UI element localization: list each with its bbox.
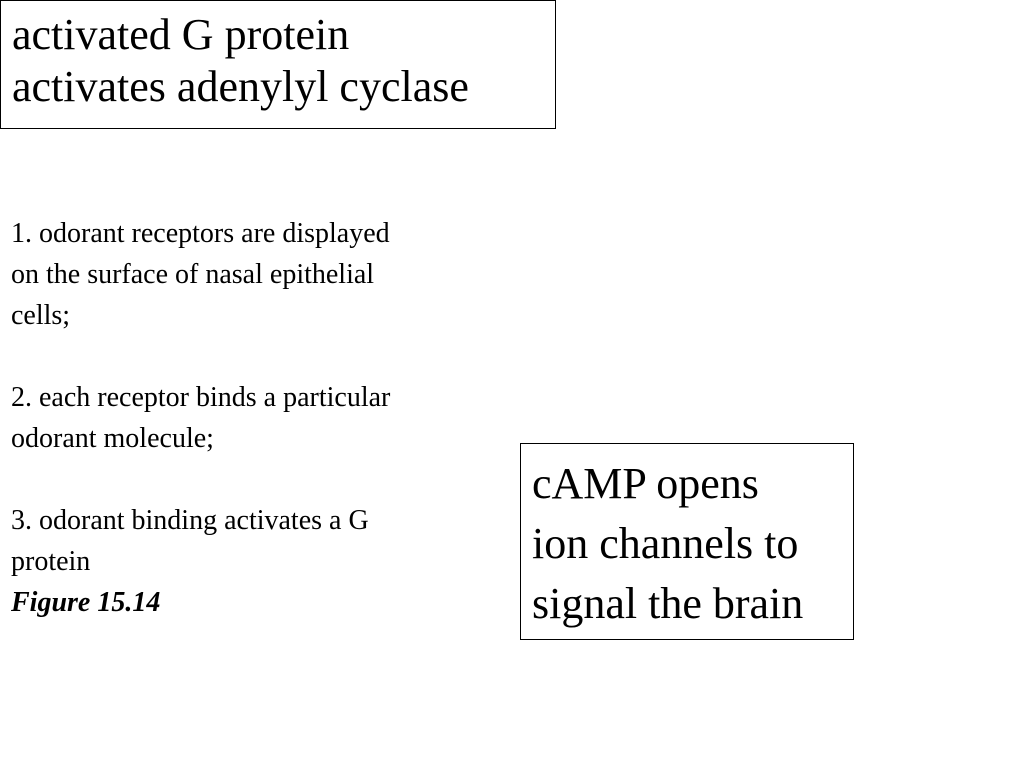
bottom-callout-line-3: signal the brain (532, 579, 804, 628)
top-callout-line-1: activated G protein (12, 10, 350, 59)
top-callout-box: activated G protein activates adenylyl c… (0, 0, 556, 129)
step-3-line-2: protein (11, 546, 91, 577)
step-1-line-2: on the surface of nasal epithelial (11, 259, 375, 290)
step-3-line-1: 3. odorant binding activates a G (11, 505, 369, 536)
steps-text: 1. odorant receptors are displayed on th… (11, 213, 491, 623)
bottom-callout-line-1: cAMP opens (532, 459, 759, 508)
step-1-line-1: 1. odorant receptors are displayed (11, 218, 390, 249)
top-callout-line-2: activates adenylyl cyclase (12, 62, 469, 111)
bottom-callout-box: cAMP opens ion channels to signal the br… (520, 443, 854, 640)
step-1-line-3: cells; (11, 300, 71, 331)
step-spacer (11, 336, 491, 377)
figure-reference: Figure 15.14 (11, 587, 161, 618)
bottom-callout-line-2: ion channels to (532, 519, 799, 568)
step-2-line-2: odorant molecule; (11, 423, 214, 454)
step-spacer (11, 459, 491, 500)
step-2-line-1: 2. each receptor binds a particular (11, 382, 391, 413)
